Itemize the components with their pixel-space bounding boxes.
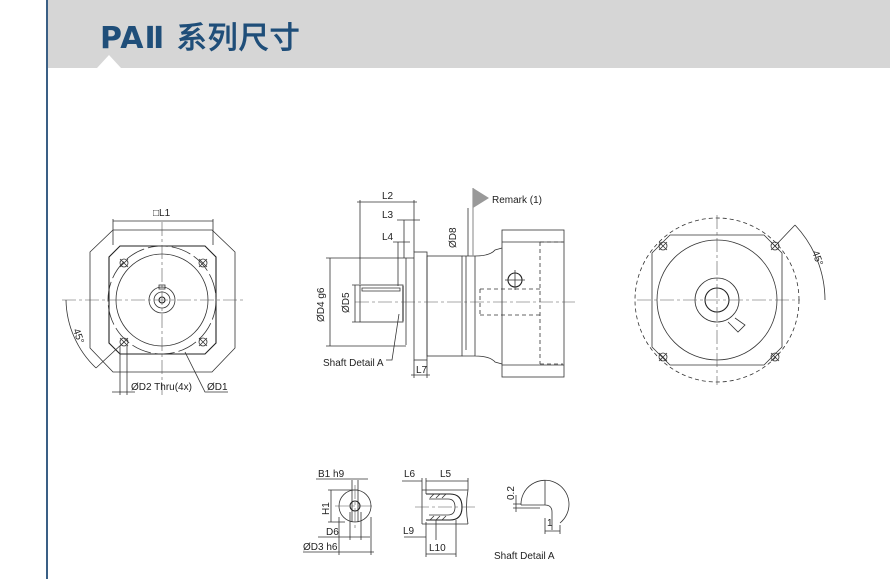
l4-label: L4 xyxy=(382,232,394,243)
d8-label: ØD8 xyxy=(448,227,459,248)
front-view: □L1 ØD2 Thru(4x) ØD1 45° xyxy=(62,208,245,395)
header-band xyxy=(47,0,890,68)
d3-label: ØD3 h6 xyxy=(303,542,338,553)
l2-label: L2 xyxy=(382,191,394,202)
header-notch xyxy=(97,55,121,68)
page-title: PAⅡ 系列尺寸 xyxy=(100,21,301,56)
shaft-detail-label: Shaft Detail A xyxy=(323,358,384,369)
d1-label: ØD1 xyxy=(207,382,228,393)
chamfer-label: 0.2 xyxy=(506,486,517,500)
shaft-detail-a: 0.2 1 Shaft Detail A xyxy=(494,479,570,562)
l7-label: L7 xyxy=(416,365,428,376)
rear-view: 45° xyxy=(634,215,826,385)
l10-label: L10 xyxy=(429,543,446,554)
detail-caption: Shaft Detail A xyxy=(494,551,555,562)
l6-label: L6 xyxy=(404,469,416,480)
l3-label: L3 xyxy=(382,210,394,221)
l1-label: □L1 xyxy=(153,208,171,219)
b1-label: B1 h9 xyxy=(318,469,345,480)
left-border xyxy=(46,0,48,579)
l9-label: L9 xyxy=(403,526,415,537)
h1-label: H1 xyxy=(321,502,332,515)
rear-angle-label: 45° xyxy=(809,249,825,267)
remark-label: Remark (1) xyxy=(492,195,542,206)
side-view: L2 L3 L4 ØD8 Remark (1) ØD4 g6 ØD5 Shaft… xyxy=(316,188,575,378)
d2-label: ØD2 Thru(4x) xyxy=(131,382,192,393)
d6-label: D6 xyxy=(326,527,339,538)
angle-label: 45° xyxy=(70,327,86,345)
shaft-end-view: B1 h9 H1 D6 ØD3 h6 xyxy=(303,469,375,555)
d5-label: ØD5 xyxy=(341,292,352,313)
d4-label: ØD4 g6 xyxy=(316,287,327,322)
shaft-section-view: L6 L5 L9 L10 xyxy=(402,469,475,557)
radius-label: 1 xyxy=(547,518,553,529)
l5-label: L5 xyxy=(440,469,452,480)
